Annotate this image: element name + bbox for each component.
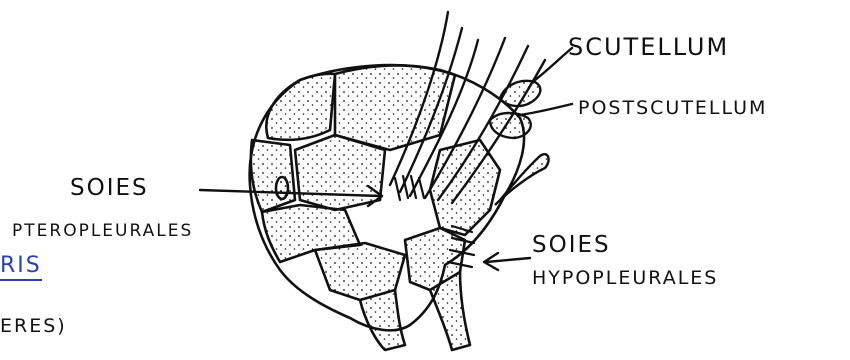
mesopleuron-sclerite bbox=[295, 135, 385, 210]
label-soies-ptero-line2: PTEROPLEURALES bbox=[12, 221, 193, 241]
leg-segment-1 bbox=[360, 290, 405, 350]
scutellum-leader bbox=[535, 48, 572, 80]
hypopleural-arrow bbox=[486, 258, 530, 262]
label-partial-left-2: ERES) bbox=[0, 315, 67, 337]
propleuron-sclerite bbox=[251, 140, 295, 212]
label-soies-ptero-line1: SOIES bbox=[70, 175, 149, 201]
postscutellum-leader bbox=[520, 104, 572, 115]
label-soies-hypo-line2: HYPOPLEURALES bbox=[532, 267, 718, 289]
label-scutellum: SCUTELLUM bbox=[568, 33, 729, 61]
mesonotum-sclerite bbox=[266, 74, 335, 140]
curved-bristle bbox=[495, 154, 549, 205]
spiracle bbox=[276, 177, 288, 199]
label-partial-left-1: RIS bbox=[0, 253, 42, 278]
label-soies-hypo-line1: SOIES bbox=[532, 232, 611, 258]
label-postscutellum: POSTSCUTELLUM bbox=[578, 97, 767, 119]
thorax-body bbox=[250, 65, 524, 350]
